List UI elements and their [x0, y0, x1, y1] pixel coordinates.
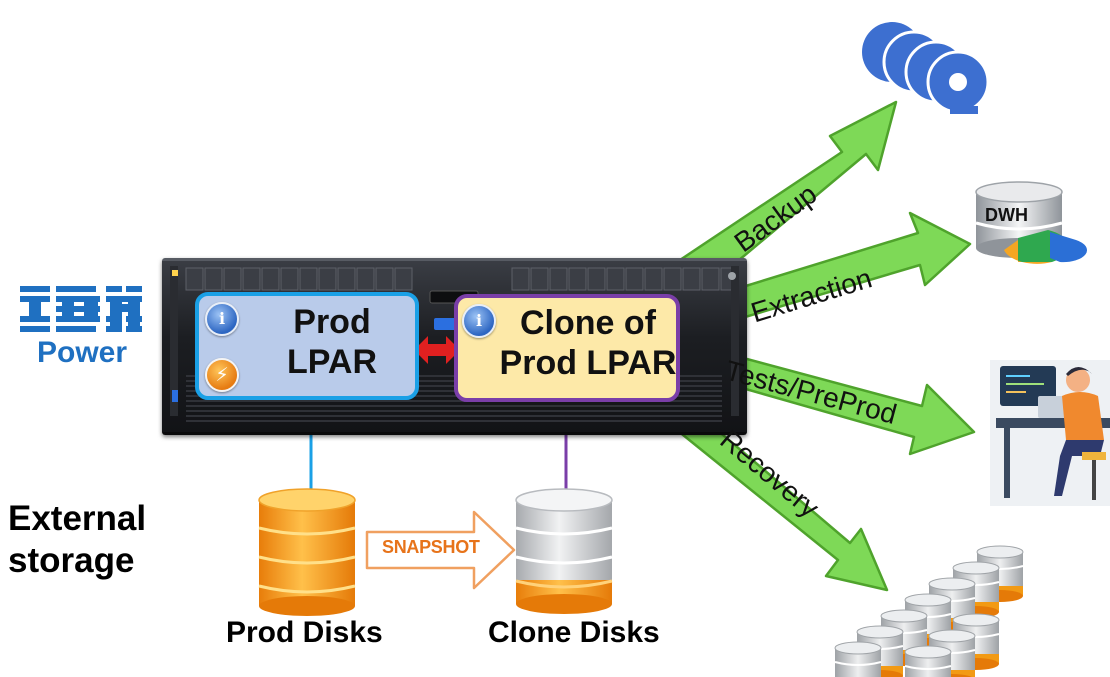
developer-at-desk-icon	[990, 360, 1110, 506]
drive-bay	[568, 267, 587, 291]
clone-lpar-label: Clone of Prod LPAR	[496, 303, 680, 383]
prod-lpar-label: Prod LPAR	[257, 302, 407, 382]
drive-bay	[587, 267, 606, 291]
clone-lpar-line1: Clone of	[520, 304, 656, 342]
prod-disks-label: Prod Disks	[226, 616, 383, 649]
use-arrows	[660, 100, 976, 592]
clone-disks-icon	[515, 488, 613, 614]
drive-bay	[337, 267, 356, 291]
recovery-arrow	[660, 393, 889, 592]
drive-bay	[682, 267, 701, 291]
database-cylinder-icon	[834, 641, 882, 677]
drive-bay	[356, 267, 375, 291]
drive-bay	[644, 267, 663, 291]
drive-bay	[549, 267, 568, 291]
external-storage-heading: External storage	[8, 498, 208, 582]
drive-bay	[530, 267, 549, 291]
ibm-i-badge-icon: i	[205, 302, 239, 336]
drive-bay	[375, 267, 394, 291]
drive-bay	[511, 267, 530, 291]
drive-bay	[223, 267, 242, 291]
database-stack-icon	[834, 545, 1024, 677]
drive-bay	[185, 267, 204, 291]
snapshot-label: SNAPSHOT	[382, 537, 480, 557]
prod-lpar-line1: Prod	[293, 303, 371, 341]
dwh-label: DWH	[985, 205, 1028, 225]
database-cylinder-icon	[904, 645, 952, 677]
snapshot-arrow	[365, 510, 516, 590]
ibm-power-label: Power	[36, 336, 128, 369]
prod-lpar-box: i ⚡ Prod LPAR	[195, 292, 419, 400]
data-warehouse-icon	[975, 181, 1088, 264]
drive-bay	[299, 267, 318, 291]
drive-bay	[606, 267, 625, 291]
lpar-link-arrow	[414, 336, 460, 364]
drive-bay	[663, 267, 682, 291]
ibm-logo	[20, 286, 142, 332]
drive-bay	[261, 267, 280, 291]
external-storage-line2: storage	[8, 541, 135, 580]
clone-lpar-line2: Prod LPAR	[499, 344, 677, 382]
prod-disks-icon	[258, 488, 356, 616]
external-storage-line1: External	[8, 499, 147, 538]
prod-lpar-line2: LPAR	[286, 343, 378, 381]
drive-bay	[625, 267, 644, 291]
drive-bay	[394, 267, 413, 291]
drive-bay	[204, 267, 223, 291]
drive-bay	[242, 267, 261, 291]
clone-lpar-box: i Clone of Prod LPAR	[454, 294, 680, 402]
tape-reels-icon	[862, 22, 990, 114]
lightning-badge-icon: ⚡	[205, 358, 239, 392]
ibm-i-badge-icon: i	[462, 304, 496, 338]
clone-disks-label: Clone Disks	[488, 616, 660, 649]
drive-bay	[280, 267, 299, 291]
drive-bay	[318, 267, 337, 291]
drive-bay	[701, 267, 720, 291]
